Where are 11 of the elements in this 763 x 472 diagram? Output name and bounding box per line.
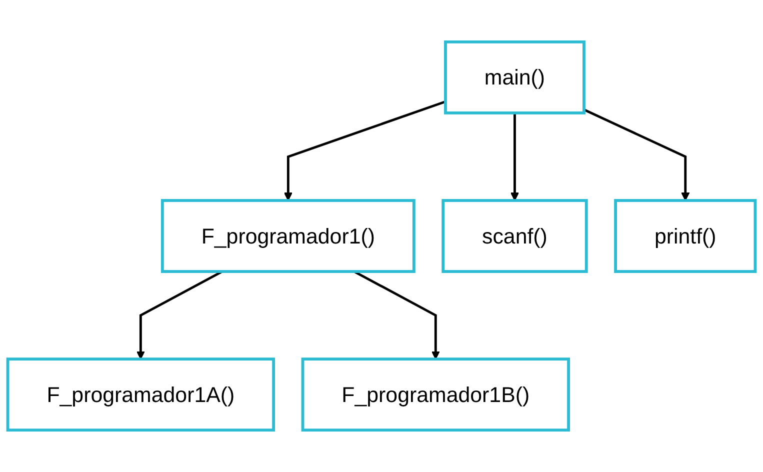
arrow xyxy=(284,100,446,201)
arrow xyxy=(354,270,440,360)
node-box: main() xyxy=(444,40,586,114)
node-box: F_programador1() xyxy=(160,199,416,273)
arrow xyxy=(136,270,223,360)
node-box: scanf() xyxy=(442,199,588,273)
node-box: F_programador1A() xyxy=(6,358,276,432)
arrow xyxy=(583,108,690,201)
arrow xyxy=(510,112,519,201)
node-box: printf() xyxy=(614,199,757,273)
node-box: F_programador1B() xyxy=(301,358,570,432)
